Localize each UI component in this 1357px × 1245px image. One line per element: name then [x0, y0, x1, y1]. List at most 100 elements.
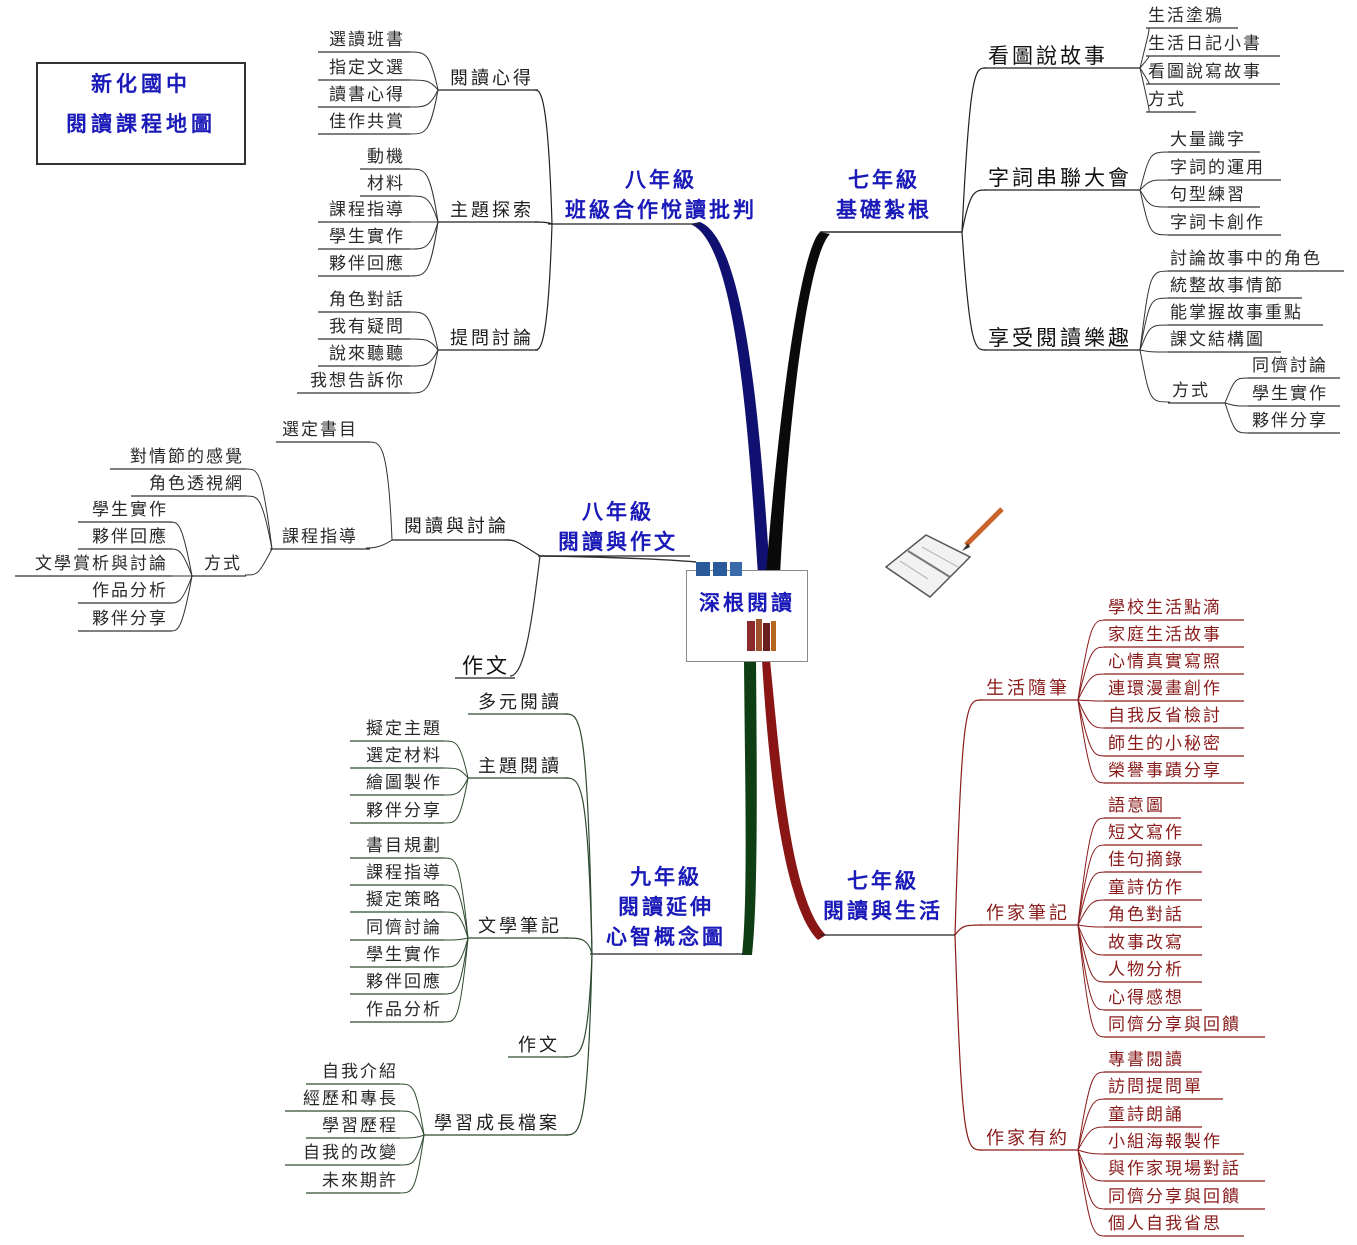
g8-coop-leaf[interactable]: 說來聽聽 [329, 344, 405, 364]
g8-coop-leaf[interactable]: 夥伴回應 [329, 254, 405, 274]
g9-leaf[interactable]: 學生實作 [366, 945, 442, 965]
g8-write-method-leaf[interactable]: 學生實作 [92, 500, 168, 520]
g7-life-leaf[interactable]: 學校生活點滴 [1108, 598, 1222, 618]
g9-sub[interactable]: 多元閱讀 [478, 692, 562, 713]
g8-coop-sub[interactable]: 閱讀心得 [450, 68, 534, 89]
g7-life-leaf[interactable]: 語意圖 [1108, 796, 1165, 816]
g9-sub[interactable]: 主題閱讀 [478, 756, 562, 777]
g7-life-sub[interactable]: 生活隨筆 [986, 678, 1070, 699]
g9-leaf[interactable]: 擬定策略 [366, 890, 442, 910]
g7-basic-method-leaf[interactable]: 夥伴分享 [1252, 411, 1328, 431]
g9-leaf[interactable]: 作品分析 [366, 1000, 442, 1020]
g7-basic-main[interactable]: 七年級基礎紮根 [836, 165, 932, 225]
g7-life-leaf[interactable]: 榮譽事蹟分享 [1108, 761, 1222, 781]
g7-life-leaf[interactable]: 同儕分享與回饋 [1108, 1187, 1241, 1207]
g7-life-leaf[interactable]: 心得感想 [1108, 988, 1184, 1008]
g8-write-book[interactable]: 選定書目 [282, 420, 358, 440]
g7-basic-method[interactable]: 方式 [1172, 381, 1210, 401]
g9-leaf[interactable]: 學習歷程 [322, 1116, 398, 1136]
g9-leaf[interactable]: 選定材料 [366, 746, 442, 766]
g7-basic-sub[interactable]: 享受閱讀樂趣 [988, 326, 1132, 350]
g7-life-leaf[interactable]: 同儕分享與回饋 [1108, 1015, 1241, 1035]
g8-coop-leaf[interactable]: 佳作共賞 [329, 112, 405, 132]
g7-life-leaf[interactable]: 個人自我省思 [1108, 1214, 1222, 1234]
g7-life-leaf[interactable]: 連環漫畫創作 [1108, 679, 1222, 699]
g8-write-method-leaf[interactable]: 夥伴分享 [92, 609, 168, 629]
g7-basic-method-leaf[interactable]: 學生實作 [1252, 384, 1328, 404]
g7-life-leaf[interactable]: 心情真實寫照 [1108, 652, 1222, 672]
g7-life-leaf[interactable]: 人物分析 [1108, 960, 1184, 980]
g8-write-method-leaf[interactable]: 文學賞析與討論 [35, 554, 168, 574]
g9-sub[interactable]: 作文 [518, 1035, 560, 1056]
g8-write-guide-leaf[interactable]: 角色透視網 [149, 474, 244, 494]
g9-leaf[interactable]: 同儕討論 [366, 918, 442, 938]
g8-coop-leaf[interactable]: 課程指導 [329, 200, 405, 220]
g7-life-leaf[interactable]: 自我反省檢討 [1108, 706, 1222, 726]
g9-leaf[interactable]: 書目規劃 [366, 836, 442, 856]
g9-leaf[interactable]: 經歷和專長 [303, 1089, 398, 1109]
g8-coop-leaf[interactable]: 材料 [367, 174, 405, 194]
g7-life-leaf[interactable]: 短文寫作 [1108, 823, 1184, 843]
g8-write-method[interactable]: 方式 [204, 554, 242, 574]
g8-coop-leaf[interactable]: 動機 [367, 147, 405, 167]
g8-write-main[interactable]: 八年級閱讀與作文 [558, 497, 678, 557]
g7-life-leaf[interactable]: 故事改寫 [1108, 933, 1184, 953]
g7-life-leaf[interactable]: 師生的小秘密 [1108, 734, 1222, 754]
g7-life-main[interactable]: 七年級閱讀與生活 [823, 866, 943, 926]
g8-coop-sub[interactable]: 提問討論 [450, 328, 534, 349]
g7-life-leaf[interactable]: 童詩仿作 [1108, 878, 1184, 898]
g7-life-sub[interactable]: 作家筆記 [986, 903, 1070, 924]
g7-basic-leaf[interactable]: 大量識字 [1170, 130, 1246, 150]
g9-leaf[interactable]: 自我的改變 [303, 1143, 398, 1163]
g8-write-guide[interactable]: 課程指導 [282, 527, 358, 547]
g7-life-sub[interactable]: 作家有約 [986, 1128, 1070, 1149]
g9-leaf[interactable]: 課程指導 [366, 863, 442, 883]
g7-basic-leaf[interactable]: 能掌握故事重點 [1170, 303, 1303, 323]
g7-basic-leaf[interactable]: 字詞卡創作 [1170, 213, 1265, 233]
g9-leaf[interactable]: 夥伴分享 [366, 801, 442, 821]
g7-basic-leaf[interactable]: 統整故事情節 [1170, 276, 1284, 296]
g8-coop-leaf[interactable]: 選讀班書 [329, 30, 405, 50]
g9-sub[interactable]: 學習成長檔案 [434, 1113, 560, 1134]
g7-basic-leaf[interactable]: 課文結構圖 [1170, 330, 1265, 350]
g9-main[interactable]: 九年級閱讀延伸心智概念圖 [606, 862, 726, 952]
g7-life-leaf[interactable]: 小組海報製作 [1108, 1132, 1222, 1152]
g7-basic-leaf[interactable]: 句型練習 [1170, 185, 1246, 205]
g7-basic-leaf[interactable]: 看圖說寫故事 [1148, 62, 1262, 82]
g9-sub[interactable]: 文學筆記 [478, 916, 562, 937]
g7-life-leaf[interactable]: 訪問提問單 [1108, 1077, 1203, 1097]
center-node[interactable]: 深根閱讀 [686, 570, 808, 662]
g8-coop-leaf[interactable]: 角色對話 [329, 290, 405, 310]
g7-life-leaf[interactable]: 與作家現場對話 [1108, 1159, 1241, 1179]
g7-life-leaf[interactable]: 角色對話 [1108, 905, 1184, 925]
g8-write-method-leaf[interactable]: 作品分析 [92, 581, 168, 601]
g8-write-sub[interactable]: 閱讀與討論 [404, 516, 509, 537]
g7-life-leaf[interactable]: 家庭生活故事 [1108, 625, 1222, 645]
g8-write-guide-leaf[interactable]: 對情節的感覺 [130, 447, 244, 467]
g7-basic-leaf[interactable]: 討論故事中的角色 [1170, 249, 1322, 269]
g8-coop-leaf[interactable]: 學生實作 [329, 227, 405, 247]
g7-basic-leaf[interactable]: 生活日記小書 [1148, 34, 1262, 54]
g7-life-leaf[interactable]: 佳句摘錄 [1108, 850, 1184, 870]
g7-basic-leaf[interactable]: 生活塗鴉 [1148, 6, 1224, 26]
g7-basic-leaf[interactable]: 方式 [1148, 90, 1186, 110]
g8-coop-sub[interactable]: 主題探索 [450, 200, 534, 221]
g9-leaf[interactable]: 自我介紹 [322, 1062, 398, 1082]
g9-leaf[interactable]: 未來期許 [322, 1171, 398, 1191]
g7-basic-sub[interactable]: 字詞串聯大會 [988, 166, 1132, 190]
g7-life-leaf[interactable]: 童詩朗誦 [1108, 1105, 1184, 1125]
g7-basic-method-leaf[interactable]: 同儕討論 [1252, 356, 1328, 376]
g8-write-method-leaf[interactable]: 夥伴回應 [92, 527, 168, 547]
g8-coop-leaf[interactable]: 我有疑問 [329, 317, 405, 337]
g9-leaf[interactable]: 擬定主題 [366, 719, 442, 739]
g7-basic-sub[interactable]: 看圖說故事 [988, 44, 1108, 68]
g8-coop-main[interactable]: 八年級班級合作悅讀批判 [565, 165, 757, 225]
g7-basic-leaf[interactable]: 字詞的運用 [1170, 158, 1265, 178]
g8-coop-leaf[interactable]: 我想告訴你 [310, 371, 405, 391]
g9-leaf[interactable]: 夥伴回應 [366, 972, 442, 992]
g8-write-essay[interactable]: 作文 [462, 654, 510, 678]
g8-coop-leaf[interactable]: 指定文選 [329, 58, 405, 78]
g7-life-leaf[interactable]: 專書閱讀 [1108, 1050, 1184, 1070]
g9-leaf[interactable]: 繪圖製作 [366, 773, 442, 793]
g8-coop-leaf[interactable]: 讀書心得 [329, 85, 405, 105]
